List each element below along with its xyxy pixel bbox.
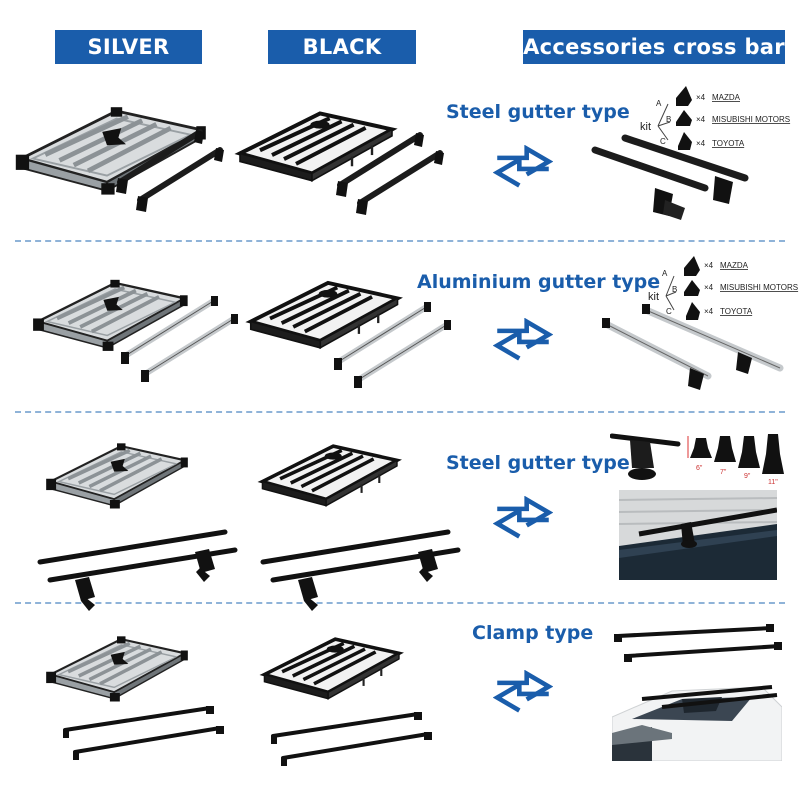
row1-accessory-bars	[591, 134, 749, 220]
row1-kit-qty-1: ×4	[696, 93, 706, 102]
row2-kit-brand-3: TOYOTA	[720, 307, 753, 316]
row1-kit-brand-2: MISUBISHI MOTORS	[712, 115, 790, 124]
row4-car-photo	[612, 677, 782, 761]
bracket-b-icon	[684, 280, 700, 296]
bracket-c-icon	[686, 302, 700, 320]
foot-11in-icon	[762, 434, 784, 474]
foot-6in-icon	[690, 438, 712, 458]
size-9: 9"	[744, 473, 751, 480]
row2-kit-brand-2: MISUBISHI MOTORS	[720, 283, 798, 292]
row1-kit-qty-3: ×4	[696, 139, 706, 148]
row3-van-photo	[619, 490, 777, 580]
row2-swap-arrows-icon	[493, 318, 553, 364]
row1-kit-letter-c: C	[660, 137, 666, 146]
size-6: 6"	[696, 465, 703, 472]
row-divider-2	[15, 411, 785, 413]
row1-swap-arrows-icon	[493, 145, 553, 191]
bracket-b-icon	[676, 110, 692, 126]
row2-kit-diagram: kit A B C ×4 MAZDA ×4 MISUBISHI MOTORS ×…	[648, 256, 798, 320]
row2-kit-letter-b: B	[672, 285, 677, 294]
row4-silver-bars	[61, 704, 226, 762]
row1-kit-diagram: kit A B C ×4 MAZDA ×4 MISUBISHI MOTORS ×…	[640, 86, 790, 150]
row3-swap-arrows-icon	[493, 496, 553, 542]
row2-black-bars	[328, 296, 458, 396]
header-accessories: Accessories cross bar	[523, 30, 785, 64]
row3-type-label: Steel gutter type	[446, 452, 630, 474]
row2-accessory-bars	[602, 304, 784, 390]
foot-7in-icon	[714, 436, 736, 462]
row1-kit-letter-b: B	[666, 115, 671, 124]
row1-kit-qty-2: ×4	[696, 115, 706, 124]
row2-kit-word: kit	[648, 291, 659, 303]
row4-accessory-bars	[614, 624, 782, 662]
row4-type-label: Clamp type	[472, 622, 594, 644]
row1-kit-brand-3: TOYOTA	[712, 139, 745, 148]
row2-kit-qty-3: ×4	[704, 307, 714, 316]
row1-kit-word: kit	[640, 121, 651, 133]
row-divider-1	[15, 240, 785, 242]
row1-silver-bars	[110, 122, 240, 222]
row3-silver-rack	[44, 441, 190, 511]
bracket-a-icon	[676, 86, 692, 106]
row2-kit-letter-a: A	[662, 269, 668, 278]
row1-kit-brand-1: MAZDA	[712, 93, 741, 102]
row1-kit-letter-a: A	[656, 99, 662, 108]
row2-silver-bars	[115, 290, 245, 390]
row2-kit-brand-1: MAZDA	[720, 261, 749, 270]
row4-swap-arrows-icon	[493, 670, 553, 716]
row1-black-bars	[330, 125, 460, 225]
row3-black-bars	[258, 522, 468, 617]
row2-kit-qty-1: ×4	[704, 261, 714, 270]
foot-9in-icon	[738, 436, 760, 468]
row3-silver-bars	[35, 522, 245, 617]
size-7: 7"	[720, 469, 727, 476]
header-silver: SILVER	[55, 30, 202, 64]
header-black: BLACK	[268, 30, 416, 64]
bracket-a-icon	[684, 256, 700, 276]
row4-black-bars	[269, 710, 434, 768]
row-divider-3	[15, 602, 785, 604]
bracket-c-icon	[678, 132, 692, 150]
row3-foot-sizes: 6" 7" 9" 11"	[687, 434, 784, 486]
row2-kit-qty-2: ×4	[704, 283, 714, 292]
row1-type-label: Steel gutter type	[446, 101, 630, 123]
row3-black-rack	[260, 444, 399, 508]
size-11: 11"	[768, 479, 778, 486]
row2-type-label: Aluminium gutter type	[417, 271, 661, 293]
row2-kit-letter-c: C	[666, 307, 672, 316]
row3-tower-foot	[610, 433, 681, 480]
